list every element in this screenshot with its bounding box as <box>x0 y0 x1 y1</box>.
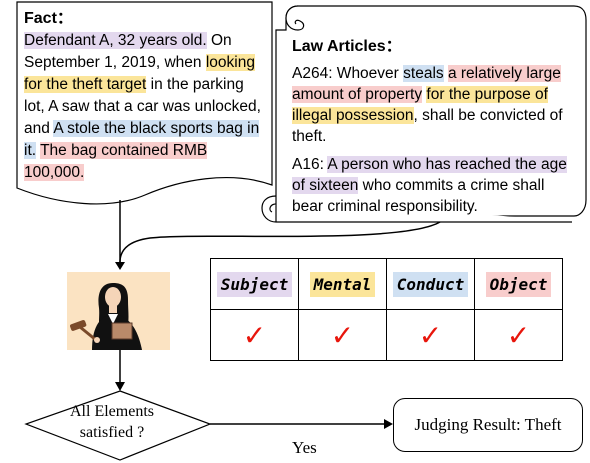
arrow-to-decision <box>115 382 125 391</box>
check-mark-icon: ✓ <box>506 318 531 352</box>
law-plain-span: , shall be convicted of theft. <box>292 107 563 145</box>
element-label-object: Object <box>485 271 552 297</box>
element-cell-mental: Mental <box>298 258 387 310</box>
law-plain-span: A264: Whoever <box>292 65 404 82</box>
element-label-subject: Subject <box>216 271 293 297</box>
fact-object-span: The bag contained RMB 100,000. <box>24 142 208 181</box>
element-label-mental: Mental <box>309 271 376 297</box>
fact-plain-span: in the parking lot, A saw that a car was… <box>24 76 261 137</box>
decision-line-2: satisfied ? <box>79 424 145 441</box>
judging-result-text: Judging Result: Theft <box>414 415 562 434</box>
law-heading: Law Articles <box>292 38 386 55</box>
fact-heading-colon: ： <box>56 10 73 27</box>
fact-body: Defendant A, 32 years old. On September … <box>24 30 264 184</box>
element-cell-conduct: Conduct <box>386 258 475 310</box>
decision-line-1: All Elements <box>70 403 154 420</box>
fact-subject-span: Defendant A, 32 years old. <box>24 32 207 49</box>
elements-check-row: ✓ ✓ ✓ ✓ <box>210 309 563 361</box>
check-cell-object: ✓ <box>474 309 563 361</box>
check-cell-mental: ✓ <box>298 309 387 361</box>
yes-arrowhead <box>384 419 393 429</box>
element-cell-subject: Subject <box>210 258 299 310</box>
check-mark-icon: ✓ <box>330 318 355 352</box>
arrow-to-judge <box>115 262 125 270</box>
elements-table: Subject Mental Conduct Object ✓ ✓ ✓ ✓ <box>210 258 563 361</box>
decision-text: All Elements satisfied ? <box>32 401 192 443</box>
law-connector-line <box>119 221 441 263</box>
law-plain-span: A16: <box>292 156 328 173</box>
element-label-conduct: Conduct <box>392 271 469 297</box>
check-mark-icon: ✓ <box>242 318 267 352</box>
check-mark-icon: ✓ <box>418 318 443 352</box>
yes-label: Yes <box>292 438 317 457</box>
fact-text-block: Fact： Defendant A, 32 years old. On Sept… <box>24 8 264 184</box>
elements-label-row: Subject Mental Conduct Object <box>210 258 563 310</box>
check-cell-subject: ✓ <box>210 309 299 361</box>
fact-heading: Fact <box>24 10 57 27</box>
law-plain-span: who commits a crime shall bear criminal … <box>292 177 545 215</box>
law-conduct-span: steals <box>403 65 444 82</box>
fact-plain-span: On September 1, 2019, when <box>24 32 232 71</box>
judging-result-box: Judging Result: Theft <box>393 398 583 452</box>
check-cell-conduct: ✓ <box>386 309 475 361</box>
law-heading-colon: ： <box>385 38 402 55</box>
law-article-16: A16: A person who has reached the age of… <box>292 154 577 217</box>
law-text-block: Law Articles： A264: Whoever steals a rel… <box>292 36 577 217</box>
element-cell-object: Object <box>474 258 563 310</box>
law-article-264: A264: Whoever steals a relatively large … <box>292 63 577 147</box>
decision-diamond <box>24 390 212 461</box>
